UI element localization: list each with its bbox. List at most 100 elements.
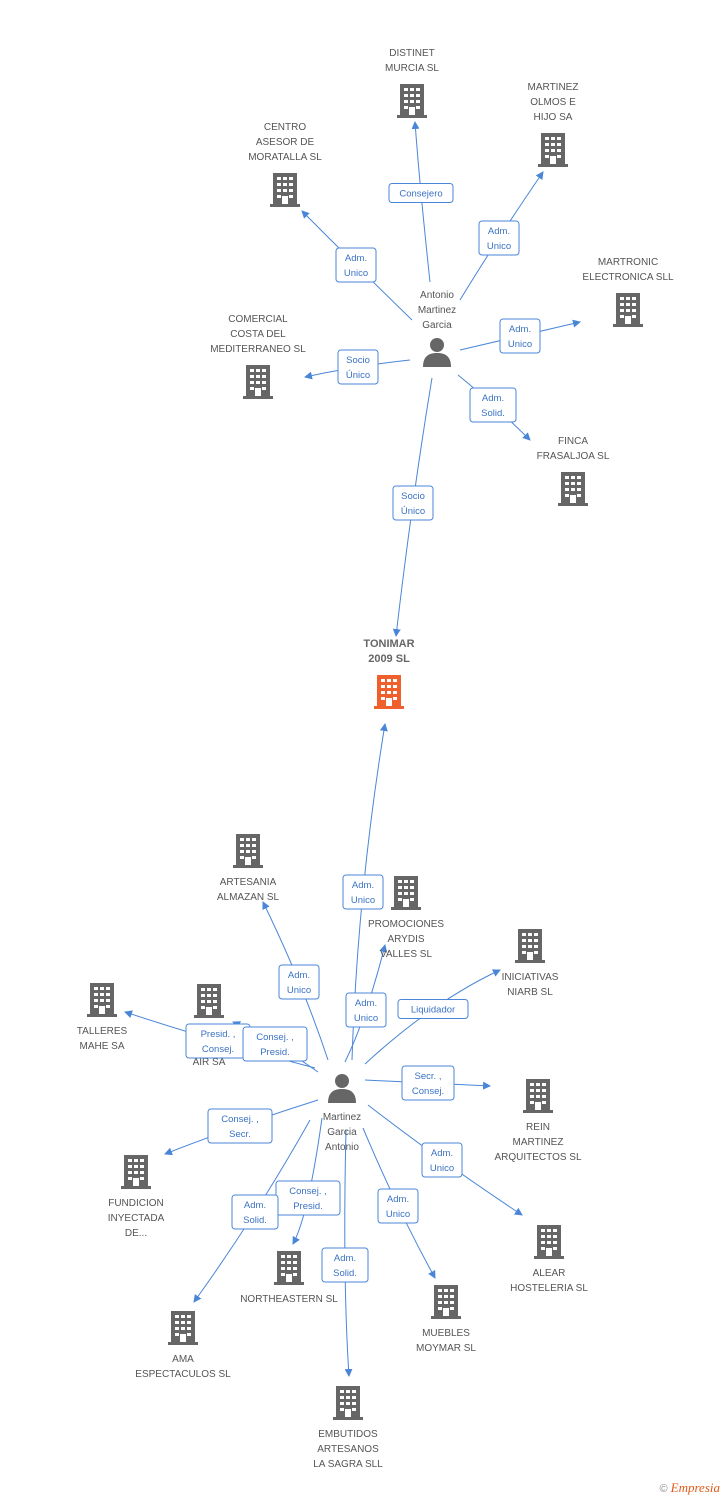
edge-label-text: Consej.	[202, 1044, 234, 1055]
node-label: ESPECTACULOS SL	[135, 1369, 231, 1380]
node-label: Antonio	[325, 1142, 359, 1153]
edge-label-martinez_person-to-promociones[interactable]: Adm.Unico	[345, 992, 387, 1028]
edge-label-martinez_person-to-alear[interactable]: Adm.Unico	[421, 1142, 463, 1178]
edge-label-martinez_person-to-embutidos[interactable]: Adm. Solid.	[321, 1247, 369, 1283]
node-label: MAHE SA	[79, 1041, 124, 1052]
brand-logo[interactable]: Empresia	[670, 1480, 720, 1495]
node-label: OLMOS E	[530, 97, 576, 108]
node-label: MUEBLES	[422, 1328, 470, 1339]
edge-label-martinez_person-to-rein[interactable]: Secr. ,Consej.	[401, 1065, 455, 1101]
node-label: Martinez	[323, 1112, 361, 1123]
edge-label-box	[335, 247, 377, 283]
edge-label-box	[397, 999, 469, 1019]
edge-label-antonio-to-martinez_olmos[interactable]: Adm.Unico	[478, 220, 520, 256]
building-icon	[168, 1311, 198, 1345]
copyright-symbol: ©	[659, 1483, 668, 1495]
edge-label-martinez_person-to-fundicion[interactable]: Consej. ,Secr.	[207, 1108, 273, 1144]
building-icon	[233, 834, 263, 868]
edge-label-text: Liquidador	[411, 1005, 455, 1016]
node-label: DE...	[125, 1228, 147, 1239]
node-label: FINCA	[558, 436, 588, 447]
node-label: MEDITERRANEO SL	[210, 344, 306, 355]
edge-label-text: Solid.	[333, 1268, 357, 1279]
edge-label-martinez_person-to-artesania[interactable]: Adm.Unico	[278, 964, 320, 1000]
edge-label-box	[421, 1142, 463, 1178]
node-label: COMERCIAL	[228, 314, 288, 325]
node-label: ALMAZAN SL	[217, 892, 280, 903]
company-node-fundicion[interactable]: FUNDICIONINYECTADADE...	[108, 1155, 165, 1239]
node-label: Antonio	[420, 290, 454, 301]
edge-label-box	[207, 1108, 273, 1144]
node-label: MURCIA SL	[385, 63, 439, 74]
edge-label-text: Único	[346, 370, 370, 381]
edge-label-martinez_person-to-muebles[interactable]: Adm.Unico	[377, 1188, 419, 1224]
edge-label-text: Consejero	[399, 189, 442, 200]
edge-label-box	[337, 349, 379, 385]
building-icon	[534, 1225, 564, 1259]
person-icon	[328, 1074, 356, 1103]
edge-label-antonio-to-finca[interactable]: Adm.Solid.	[469, 387, 517, 423]
node-label: HOSTELERIA SL	[510, 1283, 588, 1294]
node-label: Garcia	[422, 320, 452, 331]
edge-label-text: Unico	[508, 339, 532, 350]
edge-label-text: Adm.	[334, 1253, 356, 1264]
building-icon	[194, 984, 224, 1018]
building-icon	[274, 1251, 304, 1285]
edge-label-antonio-to-distinet[interactable]: Consejero	[388, 183, 454, 203]
node-label: MOYMAR SL	[416, 1343, 476, 1354]
edge-label-martinez_person-to-talleres[interactable]: Presid. ,Consej.	[185, 1023, 251, 1059]
edge-label-martinez_person-to-northeastern[interactable]: Consej. ,Presid.	[275, 1180, 341, 1216]
company-node-northeastern[interactable]: NORTHEASTERN SL	[240, 1251, 338, 1305]
company-node-finca[interactable]: FINCA FRASALJOA SL	[537, 436, 610, 506]
building-icon	[515, 929, 545, 963]
edge-label-martinez_person-to-ama[interactable]: Adm.Solid.	[231, 1194, 279, 1230]
edge-label-antonio-to-martronic[interactable]: Adm.Unico	[499, 318, 541, 354]
company-node-muebles[interactable]: MUEBLES MOYMAR SL	[416, 1285, 476, 1354]
building-icon	[558, 472, 588, 506]
edge-label-text: Consej. ,	[256, 1032, 294, 1043]
building-icon	[243, 365, 273, 399]
node-label: 2009 SL	[368, 653, 410, 665]
edge-label-martinez_person-to-na_air[interactable]: Consej. ,Presid.	[242, 1026, 308, 1062]
company-node-alear[interactable]: ALEAR HOSTELERIA SL	[510, 1225, 588, 1294]
building-icon	[538, 133, 568, 167]
building-icon	[397, 84, 427, 118]
edge-label-text: Presid.	[293, 1201, 323, 1212]
node-label: ELECTRONICA SLL	[582, 272, 674, 283]
node-label: ARTESANOS	[317, 1444, 379, 1455]
edge-label-box	[499, 318, 541, 354]
edge-label-text: Secr. ,	[415, 1071, 442, 1082]
node-label: ALEAR	[533, 1268, 566, 1279]
node-label: FRASALJOA SL	[537, 451, 610, 462]
node-label: MARTINEZ	[513, 1137, 564, 1148]
edge-label-text: Adm.	[431, 1148, 453, 1159]
building-icon	[270, 173, 300, 207]
edge-label-martinez_person-to-tonimar[interactable]: Adm.Unico	[342, 874, 384, 910]
edge-label-text: Único	[401, 506, 425, 517]
edge-label-antonio-to-centro_asesor[interactable]: Adm.Unico	[335, 247, 377, 283]
edge-label-box	[401, 1065, 455, 1101]
edge-label-martinez_person-to-iniciativas[interactable]: Liquidador	[397, 999, 469, 1019]
edge-label-box	[377, 1188, 419, 1224]
node-label: HIJO SA	[534, 112, 573, 123]
node-label: Martinez	[418, 305, 456, 316]
building-icon	[523, 1079, 553, 1113]
